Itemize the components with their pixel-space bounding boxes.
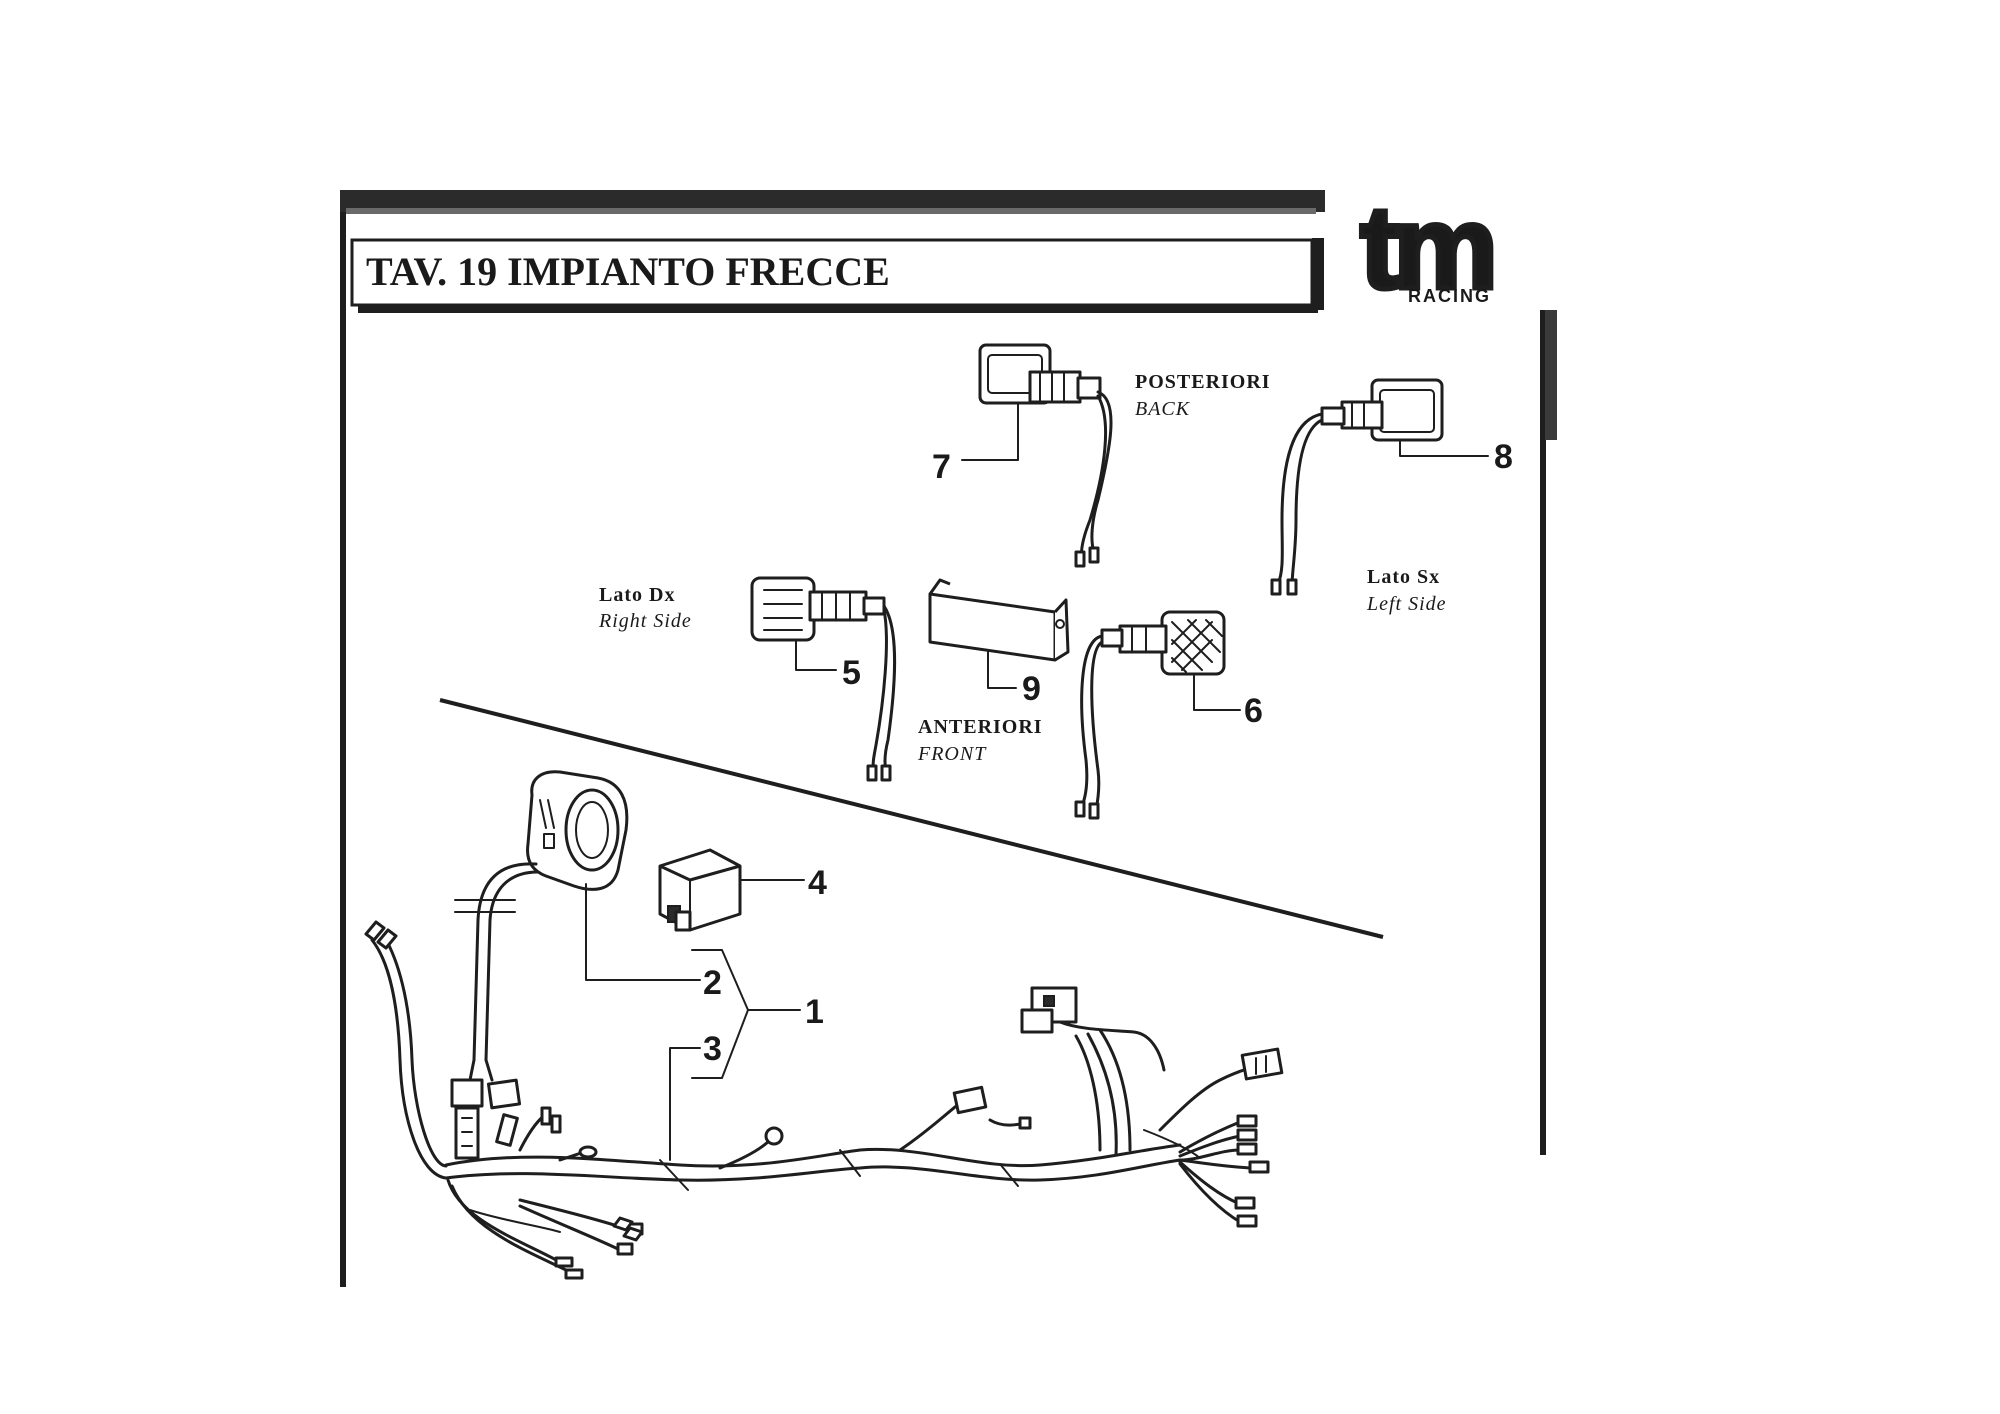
callout-1: 1 — [805, 993, 824, 1031]
callout-5: 5 — [842, 654, 861, 692]
callout-4: 4 — [808, 864, 827, 902]
label-right-side: Lato Dx — [599, 584, 675, 606]
rear-indicator-7: 7 — [932, 343, 1113, 568]
title-box: TAV. 19 IMPIANTO FRECCE — [350, 238, 1324, 313]
label-back: POSTERIORI — [1135, 371, 1271, 393]
label-left-side-en: Left Side — [1366, 593, 1447, 615]
callout-9: 9 — [1022, 670, 1041, 708]
handlebar-switch-2: 2 — [454, 770, 722, 1062]
brand-logo: tm RACING — [1358, 180, 1501, 317]
label-front: ANTERIORI — [918, 716, 1043, 738]
callout-8: 8 — [1494, 438, 1513, 476]
front-indicator-5: 5 — [750, 576, 897, 782]
brand-subtitle: RACING — [1408, 286, 1491, 306]
harness-callouts: 1 3 — [669, 949, 824, 1161]
callout-2: 2 — [703, 964, 722, 1002]
rear-indicator-8: 8 — [1270, 378, 1513, 596]
label-left-side: Lato Sx — [1367, 566, 1440, 588]
callout-3: 3 — [703, 1030, 722, 1068]
separator-line — [439, 698, 1384, 939]
frame — [340, 190, 1557, 1287]
bracket-9: 9 — [928, 578, 1070, 708]
wiring-harness — [364, 920, 1284, 1280]
callout-7: 7 — [932, 448, 951, 486]
page-title: TAV. 19 IMPIANTO FRECCE — [366, 249, 890, 294]
flasher-relay-4: 4 — [658, 848, 827, 932]
label-front-en: FRONT — [917, 743, 987, 765]
brand-logo-text: tm — [1360, 182, 1492, 314]
group-labels: POSTERIORI BACK Lato Sx Left Side Lato D… — [598, 371, 1447, 765]
front-indicator-6: 6 — [1074, 610, 1263, 820]
callout-6: 6 — [1244, 692, 1263, 730]
label-back-en: BACK — [1135, 398, 1191, 420]
label-right-side-en: Right Side — [598, 610, 692, 632]
